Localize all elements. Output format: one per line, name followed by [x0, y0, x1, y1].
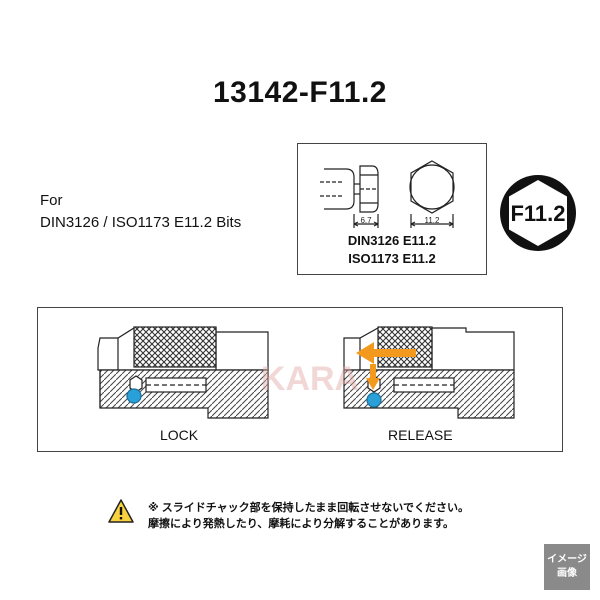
bit-side-view — [320, 165, 379, 228]
hex-size-badge: F11.2 — [496, 171, 580, 260]
warning-line-1: ※ スライドチャック部を保持したまま回転させないでください。 — [148, 502, 469, 514]
compatibility-text: For DIN3126 / ISO1173 E11.2 Bits — [40, 190, 241, 234]
warning-triangle-icon — [108, 499, 134, 528]
sample-image-tag: イメージ 画像 — [544, 544, 590, 590]
lock-release-diagram: KARA LOCK RELEASE — [37, 307, 563, 452]
release-section — [343, 326, 515, 419]
spec-std-din: DIN3126 E11.2 — [347, 233, 437, 248]
image-tag-line-2: 画像 — [557, 568, 577, 579]
hex-badge-label: F11.2 — [510, 201, 565, 226]
warning-line-2: 摩擦により発熱したり、摩耗により分解することがあります。 — [148, 518, 455, 530]
watermark: KARA — [261, 360, 359, 398]
spec-std-iso: ISO1173 E11.2 — [348, 251, 436, 266]
release-arrows — [356, 342, 416, 390]
dim-label-right: 11.2 — [425, 216, 441, 225]
lock-label: LOCK — [160, 427, 199, 443]
lock-ball — [126, 388, 142, 404]
release-ball — [366, 392, 382, 408]
image-tag-line-1: イメージ — [547, 554, 587, 565]
dim-label-left: 6.7 — [360, 216, 372, 225]
product-code-title: 13142-F11.2 — [213, 76, 387, 109]
bit-spec-drawing: 6.7 11.2 — [320, 160, 455, 228]
hex-badge-graphic: F11.2 — [500, 175, 576, 251]
release-label: RELEASE — [388, 427, 453, 443]
lock-section — [97, 326, 269, 419]
compat-line-standard: DIN3126 / ISO1173 E11.2 Bits — [40, 214, 242, 231]
bit-spec-box: 6.7 11.2 DIN3126 E11.2 ISO1173 E11.2 — [297, 143, 487, 275]
mechanism-drawing: KARA — [97, 326, 515, 419]
bit-hex-view — [409, 160, 455, 228]
compat-line-for: For — [40, 192, 63, 209]
